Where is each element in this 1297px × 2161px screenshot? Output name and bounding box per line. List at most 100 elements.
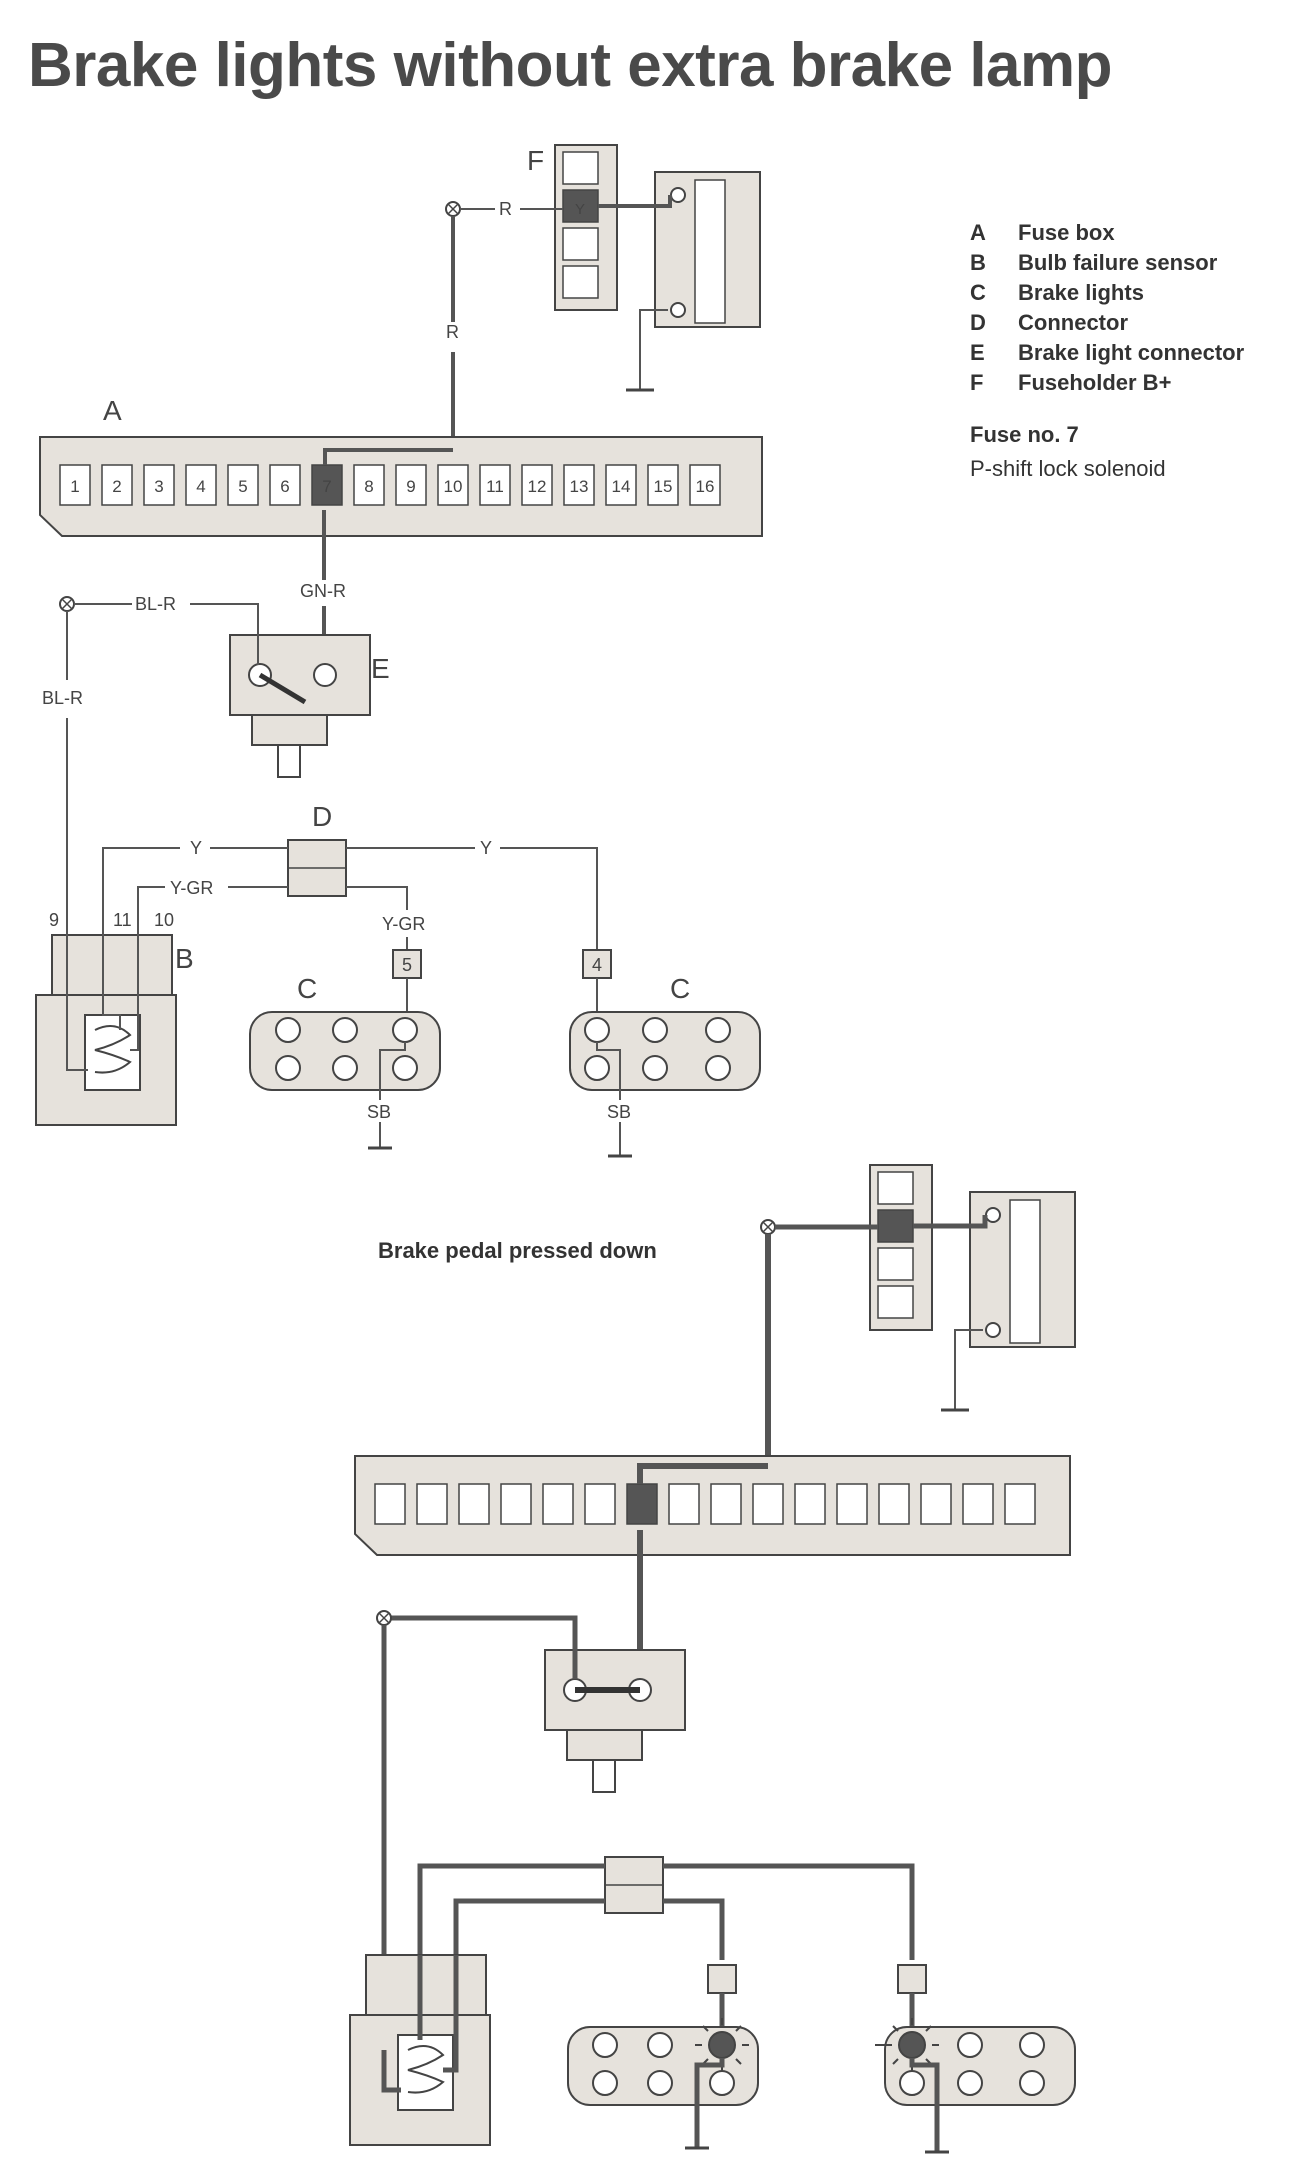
fuse-slot-10 bbox=[752, 1483, 784, 1525]
fuse-number-label: 1 bbox=[70, 477, 79, 496]
fuse-slot-4 bbox=[500, 1483, 532, 1525]
fuse-slot-1 bbox=[374, 1483, 406, 1525]
fuse-slot-10: 10 bbox=[437, 464, 469, 506]
fuse-number-label: 15 bbox=[654, 477, 673, 496]
brake-light-c-right bbox=[569, 1011, 761, 1095]
pin-box-5-pressed bbox=[707, 1964, 737, 1994]
fuse-number-label: 8 bbox=[364, 477, 373, 496]
fuse-number-label: 2 bbox=[112, 477, 121, 496]
pin-box-5: 5 bbox=[392, 949, 422, 979]
fuse-slot-5: 5 bbox=[227, 464, 259, 506]
label-e: E bbox=[371, 653, 390, 684]
fuse-slot-11 bbox=[794, 1483, 826, 1525]
fuse-slot-7: 7 bbox=[311, 464, 343, 506]
brake-light-c-left-pressed bbox=[567, 2018, 759, 2110]
label-b: B bbox=[175, 943, 194, 974]
page-title: Brake lights without extra brake lamp bbox=[28, 31, 1113, 100]
fuse-number-label: 11 bbox=[486, 477, 504, 496]
fuse-number-label: 9 bbox=[406, 477, 415, 496]
label-c-right: C bbox=[670, 973, 690, 1004]
fuse-slot-16: 16 bbox=[689, 464, 721, 506]
connector-d bbox=[287, 839, 347, 897]
fuse-number-label: 10 bbox=[444, 477, 463, 496]
fuse-slot-9 bbox=[710, 1483, 742, 1525]
wire-label-gn-r: GN-R bbox=[300, 581, 346, 601]
splice-icon bbox=[445, 201, 461, 217]
label-f: F bbox=[527, 145, 544, 176]
fuse-description: P-shift lock solenoid bbox=[970, 456, 1166, 481]
fuse-slot-4: 4 bbox=[185, 464, 217, 506]
fuse-slot-6 bbox=[584, 1483, 616, 1525]
brake-light-c-left bbox=[249, 1011, 441, 1095]
brake-pedal-caption: Brake pedal pressed down bbox=[378, 1238, 657, 1263]
label-c-left: C bbox=[297, 973, 317, 1004]
fuse-number-title: Fuse no. 7 bbox=[970, 422, 1079, 447]
brake-light-connector-e bbox=[229, 634, 371, 778]
wire-label-r-top: R bbox=[499, 199, 512, 219]
fuse-number-label: 16 bbox=[696, 477, 715, 496]
fuse-number-label: 4 bbox=[196, 477, 205, 496]
fuse-number-label: 12 bbox=[528, 477, 547, 496]
fuse-slot-12 bbox=[836, 1483, 868, 1525]
fuse-number-label: 7 bbox=[322, 477, 331, 496]
fuse-y-label: Y bbox=[575, 201, 585, 218]
pin-label-11: 11 bbox=[113, 910, 132, 930]
fuse-slot-8 bbox=[668, 1483, 700, 1525]
fuse-slot-11: 11 bbox=[479, 464, 511, 506]
fuse-slot-9: 9 bbox=[395, 464, 427, 506]
fuse-slot-6: 6 bbox=[269, 464, 301, 506]
fuse-slot-7 bbox=[626, 1483, 658, 1525]
brake-light-connector-e-pressed bbox=[544, 1649, 686, 1793]
pin-box-4-pressed bbox=[897, 1964, 927, 1994]
fuse-slot-5 bbox=[542, 1483, 574, 1525]
wire-label-sb-left: SB bbox=[367, 1102, 391, 1122]
fuse-number-label: 13 bbox=[570, 477, 589, 496]
wire-label-y-left: Y bbox=[190, 838, 202, 858]
bulb-failure-sensor-b bbox=[35, 930, 177, 1126]
fuse-slot-8: 8 bbox=[353, 464, 385, 506]
fuse-slot-2: 2 bbox=[101, 464, 133, 506]
fuse-slot-12: 12 bbox=[521, 464, 553, 506]
label-d: D bbox=[312, 801, 332, 832]
fuse-number-label: 5 bbox=[238, 477, 247, 496]
pin-box-4: 4 bbox=[582, 949, 612, 979]
fuse-box-a-pressed bbox=[354, 1455, 1071, 1556]
fuse-slot-2 bbox=[416, 1483, 448, 1525]
label-a: A bbox=[103, 395, 122, 426]
splice-icon bbox=[760, 1219, 776, 1235]
wire-label-r-vertical: R bbox=[446, 322, 459, 342]
fuse-number-label: 3 bbox=[154, 477, 163, 496]
connector-d-pressed bbox=[604, 1856, 664, 1914]
splice-icon bbox=[59, 596, 75, 612]
fuse-slot-14: 14 bbox=[605, 464, 637, 506]
fuse-slot-13 bbox=[878, 1483, 910, 1525]
wire-label-bl-r-left: BL-R bbox=[42, 688, 83, 708]
battery-icon bbox=[654, 171, 761, 328]
pin-label-4: 4 bbox=[592, 955, 602, 975]
wire-label-bl-r-top: BL-R bbox=[135, 594, 176, 614]
fuse-slot-16 bbox=[1004, 1483, 1036, 1525]
fuse-slot-15 bbox=[962, 1483, 994, 1525]
fuse-slot-15: 15 bbox=[647, 464, 679, 506]
fuse-number-label: 6 bbox=[280, 477, 289, 496]
wire-label-y-right: Y bbox=[480, 838, 492, 858]
fuse-slot-3: 3 bbox=[143, 464, 175, 506]
wire-label-y-gr-right: Y-GR bbox=[382, 914, 425, 934]
fuse-number-label: 14 bbox=[612, 477, 631, 496]
bulb-failure-sensor-b-pressed bbox=[349, 1954, 491, 2146]
fuseholder-f-pressed bbox=[869, 1164, 933, 1331]
brake-light-c-right-pressed bbox=[875, 2018, 1076, 2110]
fuse-slot-13: 13 bbox=[563, 464, 595, 506]
fuse-slot-1: 1 bbox=[59, 464, 91, 506]
wire-label-y-gr-left: Y-GR bbox=[170, 878, 213, 898]
fuse-slot-3 bbox=[458, 1483, 490, 1525]
